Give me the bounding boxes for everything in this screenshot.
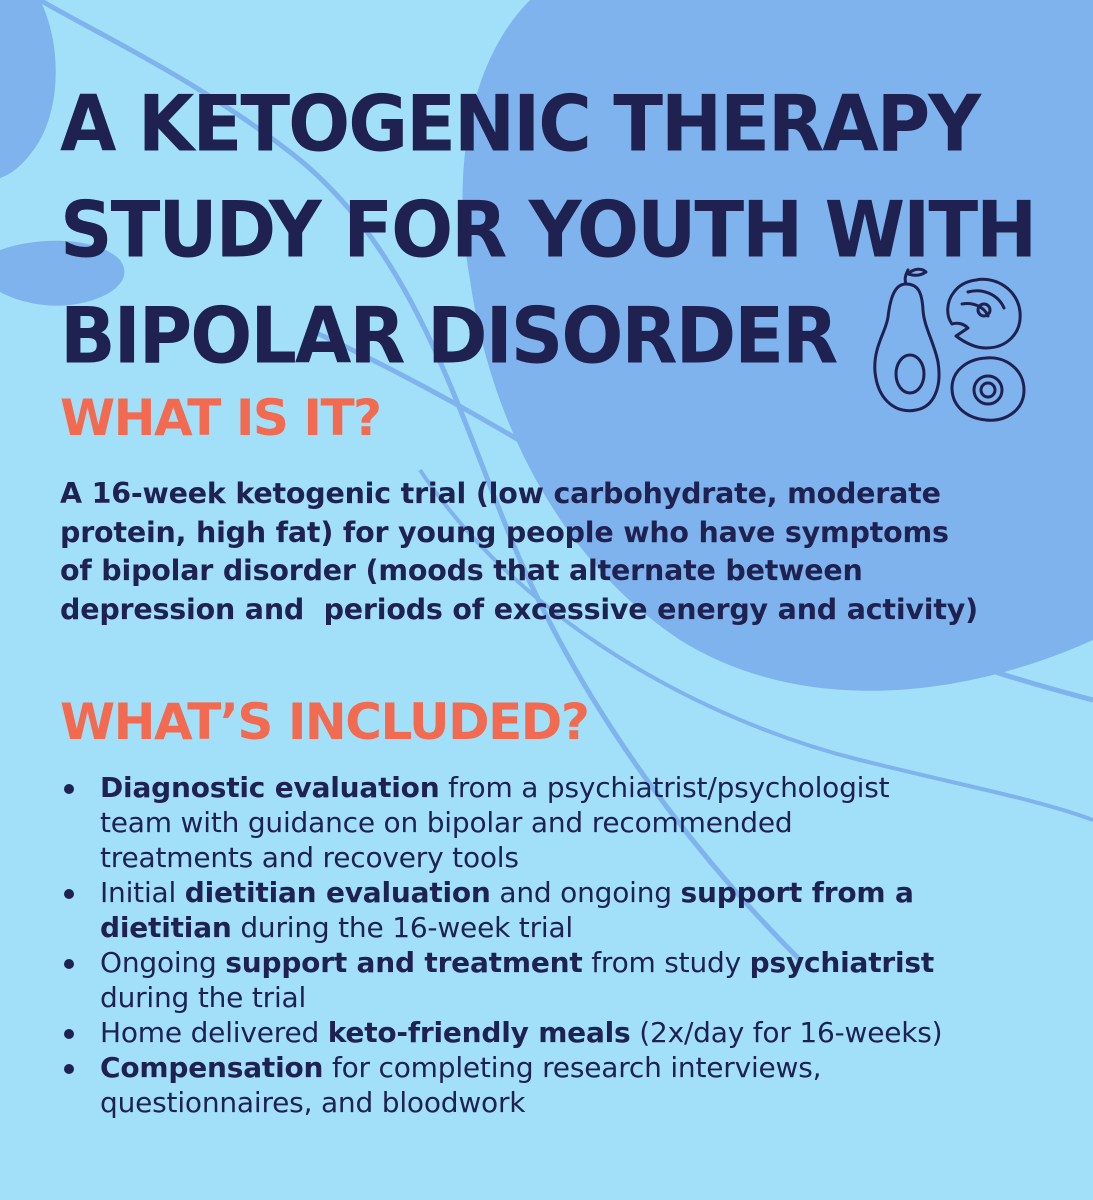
body-text: questionnaires, and bloodwork bbox=[100, 1086, 526, 1119]
list-item: Diagnostic evaluation from a psychiatris… bbox=[60, 770, 1060, 875]
list-item-line: dietitian during the 16-week trial bbox=[100, 910, 1060, 945]
list-item-line: Initial dietitian evaluation and ongoing… bbox=[100, 875, 1060, 910]
emphasis-text: Compensation bbox=[100, 1051, 324, 1084]
body-text: (2x/day for 16-weeks) bbox=[630, 1016, 943, 1049]
blob-small-shape bbox=[0, 0, 56, 178]
title-line: A KETOGENIC THERAPY bbox=[60, 79, 981, 170]
list-item-line: Home delivered keto-friendly meals (2x/d… bbox=[100, 1015, 1060, 1050]
whats-included-heading: WHAT’S INCLUDED? bbox=[60, 693, 590, 751]
body-text: for completing research interviews, bbox=[323, 1051, 822, 1084]
curve-line bbox=[38, 0, 802, 962]
emphasis-text: Diagnostic evaluation bbox=[100, 771, 440, 804]
list-item-line: treatments and recovery tools bbox=[100, 840, 1060, 875]
body-text: treatments and recovery tools bbox=[100, 841, 519, 874]
page-title: A KETOGENIC THERAPY STUDY FOR YOUTH WITH B… bbox=[60, 72, 1037, 390]
body-text: and ongoing bbox=[490, 876, 681, 909]
curve-line-3 bbox=[418, 468, 1093, 822]
blob-shape bbox=[462, 0, 1093, 691]
description-line: of bipolar disorder (moods that alternat… bbox=[60, 554, 863, 587]
body-text: team with guidance on bipolar and recomm… bbox=[100, 806, 793, 839]
body-text: from study bbox=[582, 946, 750, 979]
what-is-it-heading: WHAT IS IT? bbox=[60, 389, 382, 447]
list-item: Compensation for completing research int… bbox=[60, 1050, 1060, 1120]
title-line: STUDY FOR YOUTH WITH bbox=[60, 185, 1037, 276]
body-text: Initial bbox=[100, 876, 185, 909]
description-line: depression and periods of excessive ener… bbox=[60, 592, 978, 626]
emphasis-text: support and treatment bbox=[225, 946, 583, 979]
blob-left-shape bbox=[0, 240, 125, 306]
body-text: Home delivered bbox=[100, 1016, 328, 1049]
curve-line-2 bbox=[308, 327, 1093, 703]
list-item-line: Diagnostic evaluation from a psychiatris… bbox=[100, 770, 1060, 805]
description-line: protein, high fat) for young people who … bbox=[60, 515, 949, 549]
list-item: Initial dietitian evaluation and ongoing… bbox=[60, 875, 1060, 945]
salmon-steak-icon bbox=[946, 277, 1022, 350]
title-line: BIPOLAR DISORDER bbox=[60, 291, 838, 382]
body-text: from a psychiatrist/psychologist bbox=[439, 771, 890, 804]
emphasis-text: dietitian evaluation bbox=[184, 876, 491, 909]
avocado-icon bbox=[873, 267, 941, 413]
study-description: A 16-week ketogenic trial (low carbohydr… bbox=[60, 475, 1060, 629]
list-item-line: Compensation for completing research int… bbox=[100, 1050, 1060, 1085]
body-text: during the 16-week trial bbox=[231, 911, 574, 944]
food-illustration bbox=[873, 267, 1026, 422]
list-item-line: during the trial bbox=[100, 980, 1060, 1015]
list-item: Ongoing support and treatment from study… bbox=[60, 945, 1060, 1015]
description-line: A 16-week ketogenic trial (low carbohydr… bbox=[60, 477, 941, 510]
body-text: Ongoing bbox=[100, 946, 226, 979]
body-text: during the trial bbox=[100, 981, 307, 1014]
list-item-line: questionnaires, and bloodwork bbox=[100, 1085, 1060, 1120]
emphasis-text: support from a bbox=[680, 876, 914, 909]
list-item: Home delivered keto-friendly meals (2x/d… bbox=[60, 1015, 1060, 1050]
emphasis-text: psychiatrist bbox=[749, 946, 935, 979]
emphasis-text: dietitian bbox=[100, 911, 232, 944]
included-list: Diagnostic evaluation from a psychiatris… bbox=[60, 770, 1060, 1120]
list-item-line: team with guidance on bipolar and recomm… bbox=[100, 805, 1060, 840]
emphasis-text: keto-friendly meals bbox=[327, 1016, 631, 1049]
list-item-line: Ongoing support and treatment from study… bbox=[100, 945, 1060, 980]
egg-icon bbox=[950, 356, 1026, 422]
